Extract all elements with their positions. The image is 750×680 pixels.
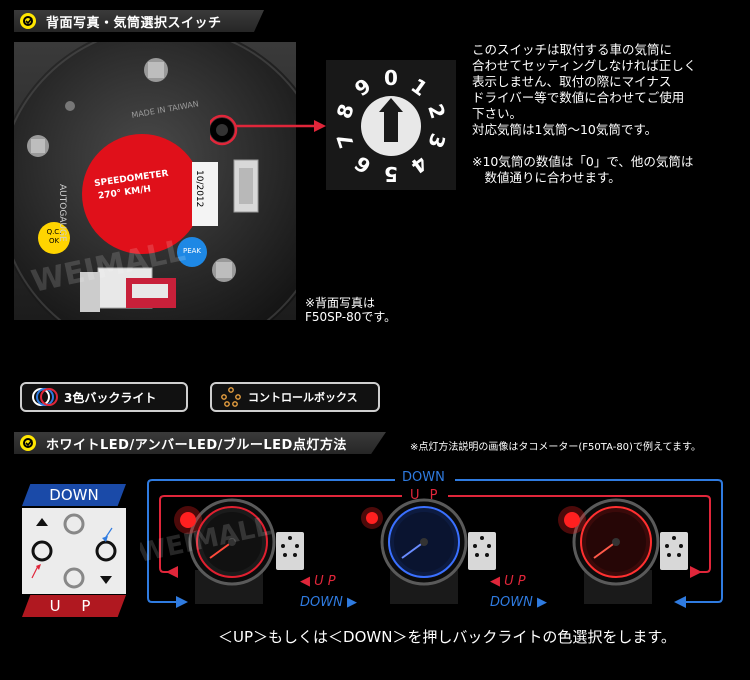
control-box-badge: コントロールボックス — [210, 382, 380, 412]
section-header-led-method: ホワイトLED/アンバーLED/ブルーLED点灯方法 — [14, 432, 386, 454]
section-header-rear-photo: 背面写真・気筒選択スイッチ — [14, 10, 264, 32]
control-box-icon — [221, 387, 241, 407]
dial-number: 8 — [332, 101, 359, 122]
section-title: ホワイトLED/アンバーLED/ブルーLED点灯方法 — [46, 437, 347, 453]
pointer-arrow — [210, 114, 326, 146]
description-line — [472, 138, 696, 154]
description-line: 合わせてセッティングしなければ正しく — [472, 58, 697, 73]
description-line: ※10気筒の数値は「0」で、他の気筒は — [472, 154, 694, 169]
top-up-label: U P — [410, 488, 441, 503]
mid-down-label-1: DOWN ▶ — [300, 595, 357, 610]
flow-caption: ＜UP＞もしくは＜DOWN＞を押しバックライトの色選択をします。 — [218, 628, 676, 646]
dial-number: 9 — [350, 73, 375, 101]
tricolor-ring-icon — [32, 388, 58, 406]
down-label-box: DOWN — [22, 484, 126, 506]
dial-number: 0 — [384, 66, 398, 90]
qc-line-1: Q.C. — [46, 228, 62, 236]
section-title: 背面写真・気筒選択スイッチ — [46, 15, 222, 31]
dial-number: 1 — [407, 73, 432, 101]
backlight-badge: 3色バックライト — [20, 382, 188, 412]
serial-tag: 10/2012 — [194, 170, 204, 208]
switch-description: このスイッチは取付する車の気筒に合わせてセッティングしなければ正しく表示しません… — [472, 42, 696, 186]
description-line: 下さい。 — [472, 106, 523, 121]
qc-line-2: OK — [48, 237, 60, 245]
gauge-red-backlight — [558, 498, 688, 604]
control-pad — [22, 508, 126, 594]
section-icon — [20, 435, 36, 451]
photo-note-line1: ※背面写真は — [305, 296, 376, 310]
peak-sticker: PEAK — [182, 247, 202, 255]
dial-number: 7 — [332, 130, 359, 151]
dial-number: 2 — [423, 101, 450, 122]
description-line: ドライバー等で数値に合わせてご使用 — [472, 90, 685, 105]
section-icon — [20, 13, 36, 29]
mid-down-label-2: DOWN ▶ — [490, 595, 547, 610]
dial-number: 5 — [384, 162, 398, 186]
top-down-label: DOWN — [402, 470, 445, 485]
mid-up-label-2: ◀ U P — [490, 574, 526, 589]
led-method-note: ※点灯方法説明の画像はタコメーター(F50TA-80)で例えてます。 — [410, 442, 701, 453]
rear-photo: AUTOGAUGE MADE IN TAIWAN WEIMALL SPEEDOM… — [14, 42, 296, 320]
dial-number: 4 — [407, 151, 432, 179]
backlight-badge-label: 3色バックライト — [64, 390, 157, 405]
description-line: 表示しません、取付の際にマイナス — [472, 74, 672, 89]
flow-diagram: WEIMALL — [140, 472, 723, 608]
description-line: 対応気筒は1気筒～10気筒です。 — [472, 122, 658, 137]
gauge-blue-backlight — [361, 498, 496, 604]
dial-number: 6 — [350, 151, 375, 179]
photo-note-line2: F50SP-80です。 — [305, 310, 397, 324]
mid-up-label-1: ◀ U P — [300, 574, 336, 589]
control-box-badge-label: コントロールボックス — [248, 391, 358, 404]
gauge-white-backlight — [174, 498, 304, 604]
up-label-box: U P — [22, 595, 126, 617]
description-line: このスイッチは取付する車の気筒に — [472, 42, 673, 57]
side-text: AUTOGAUGE — [57, 184, 67, 242]
dial-number: 3 — [423, 130, 450, 151]
photo-note: ※背面写真は F50SP-80です。 — [305, 296, 396, 324]
description-line: 数値通りに合わせます。 — [472, 170, 621, 185]
